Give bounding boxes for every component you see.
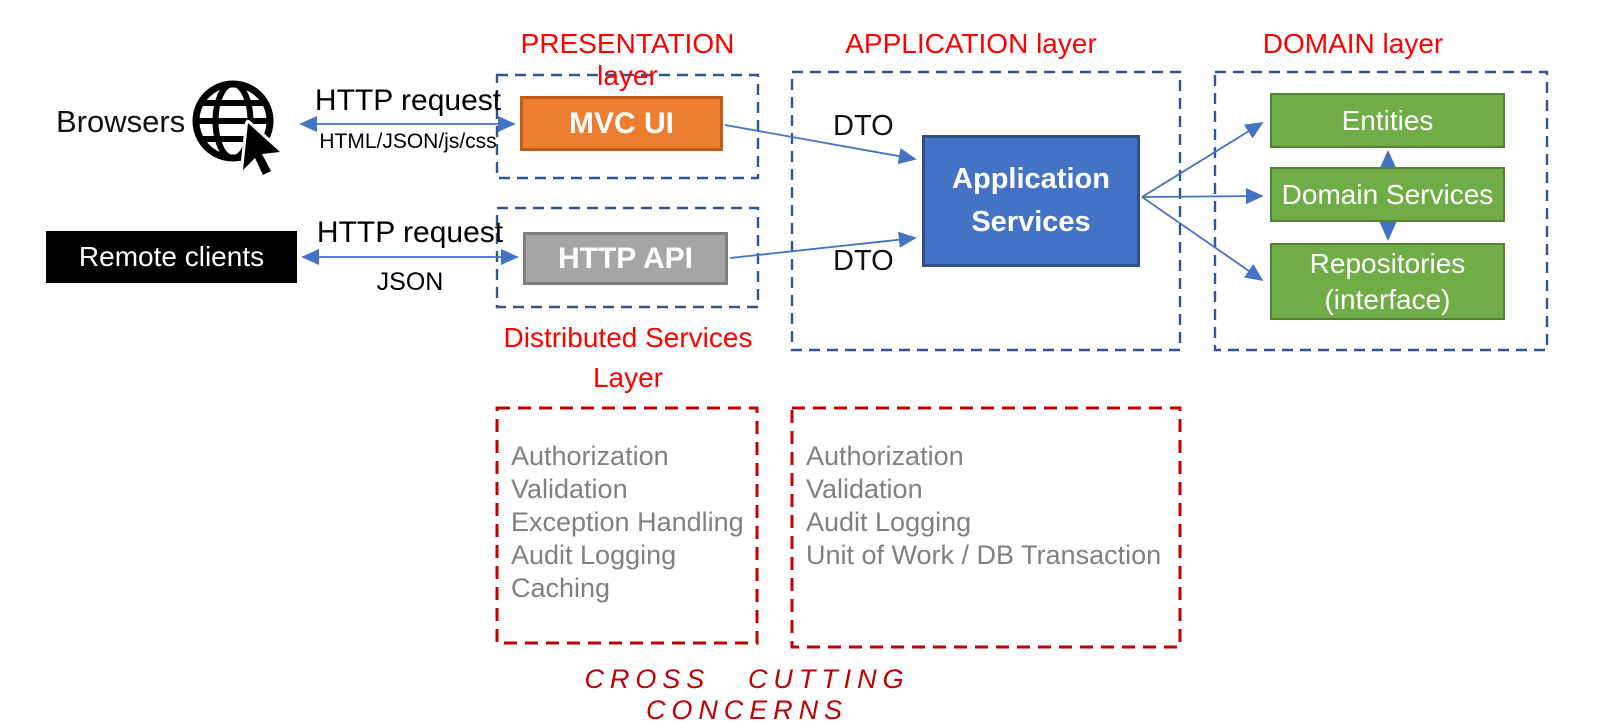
cross-cutting-left-list: Authorization Validation Exception Handl… [511, 440, 751, 605]
list-item: Audit Logging [806, 507, 972, 537]
cross-cutting-footer: CROSS CUTTING CONCERNS [584, 664, 910, 725]
entities-box: Entities [1270, 93, 1505, 148]
list-item: Validation [806, 474, 923, 504]
list-item: Exception Handling [511, 507, 744, 537]
domain-services-label: Domain Services [1281, 178, 1494, 210]
arrow-appservices-repositories [1141, 196, 1264, 282]
dto-label-top: DTO [833, 110, 894, 142]
domain-layer-boundary [1213, 70, 1549, 352]
list-item: Authorization [806, 441, 964, 471]
remote-payload-label: JSON [376, 268, 444, 296]
presentation-layer-title: PRESENTATION layer [520, 28, 735, 91]
list-item: Authorization [511, 441, 669, 471]
arrow-appservices-entities [1141, 122, 1264, 198]
cross-cutting-right-list: Authorization Validation Audit Logging U… [806, 440, 1176, 572]
globe-cursor-icon [192, 80, 283, 178]
cursor-icon [240, 120, 283, 178]
browsers-label: Browsers [56, 104, 186, 139]
arrow-mvc-appservices [724, 124, 917, 165]
browser-payload-label: HTML/JSON/js/css [319, 130, 497, 153]
list-item: Unit of Work / DB Transaction [806, 540, 1162, 570]
cross-cutting-right-boundary [790, 406, 1182, 649]
arrow-api-appservices [729, 231, 917, 259]
mvc-ui-box: MVC UI [520, 96, 723, 151]
application-layer-title: APPLICATION layer [845, 28, 1097, 59]
repositories-box: Repositories (interface) [1270, 243, 1505, 320]
arrow-appservices-domainservices [1141, 188, 1264, 205]
application-services-box: Application Services [922, 135, 1140, 267]
domain-layer-title: DOMAIN layer [1262, 28, 1444, 59]
list-item: Audit Logging [511, 540, 677, 570]
remote-clients-box: Remote clients [46, 231, 297, 283]
repositories-label: Repositories (interface) [1309, 247, 1466, 315]
domain-services-box: Domain Services [1270, 167, 1505, 222]
dto-label-bottom: DTO [833, 245, 894, 277]
http-api-box: HTTP API [523, 232, 728, 285]
application-layer-boundary [790, 70, 1182, 352]
list-item: Caching [511, 573, 611, 603]
cross-cutting-left-boundary [495, 406, 759, 645]
http-api-label: HTTP API [557, 241, 693, 275]
browser-request-label: HTTP request [314, 84, 502, 117]
remote-clients-label: Remote clients [78, 241, 265, 272]
mvc-ui-label: MVC UI [569, 106, 674, 140]
entities-label: Entities [1341, 104, 1434, 136]
remote-request-label: HTTP request [316, 216, 504, 249]
distributed-services-layer-title: Distributed Services Layer [503, 322, 753, 393]
application-services-label: Application Services [952, 163, 1110, 238]
list-item: Validation [511, 474, 628, 504]
